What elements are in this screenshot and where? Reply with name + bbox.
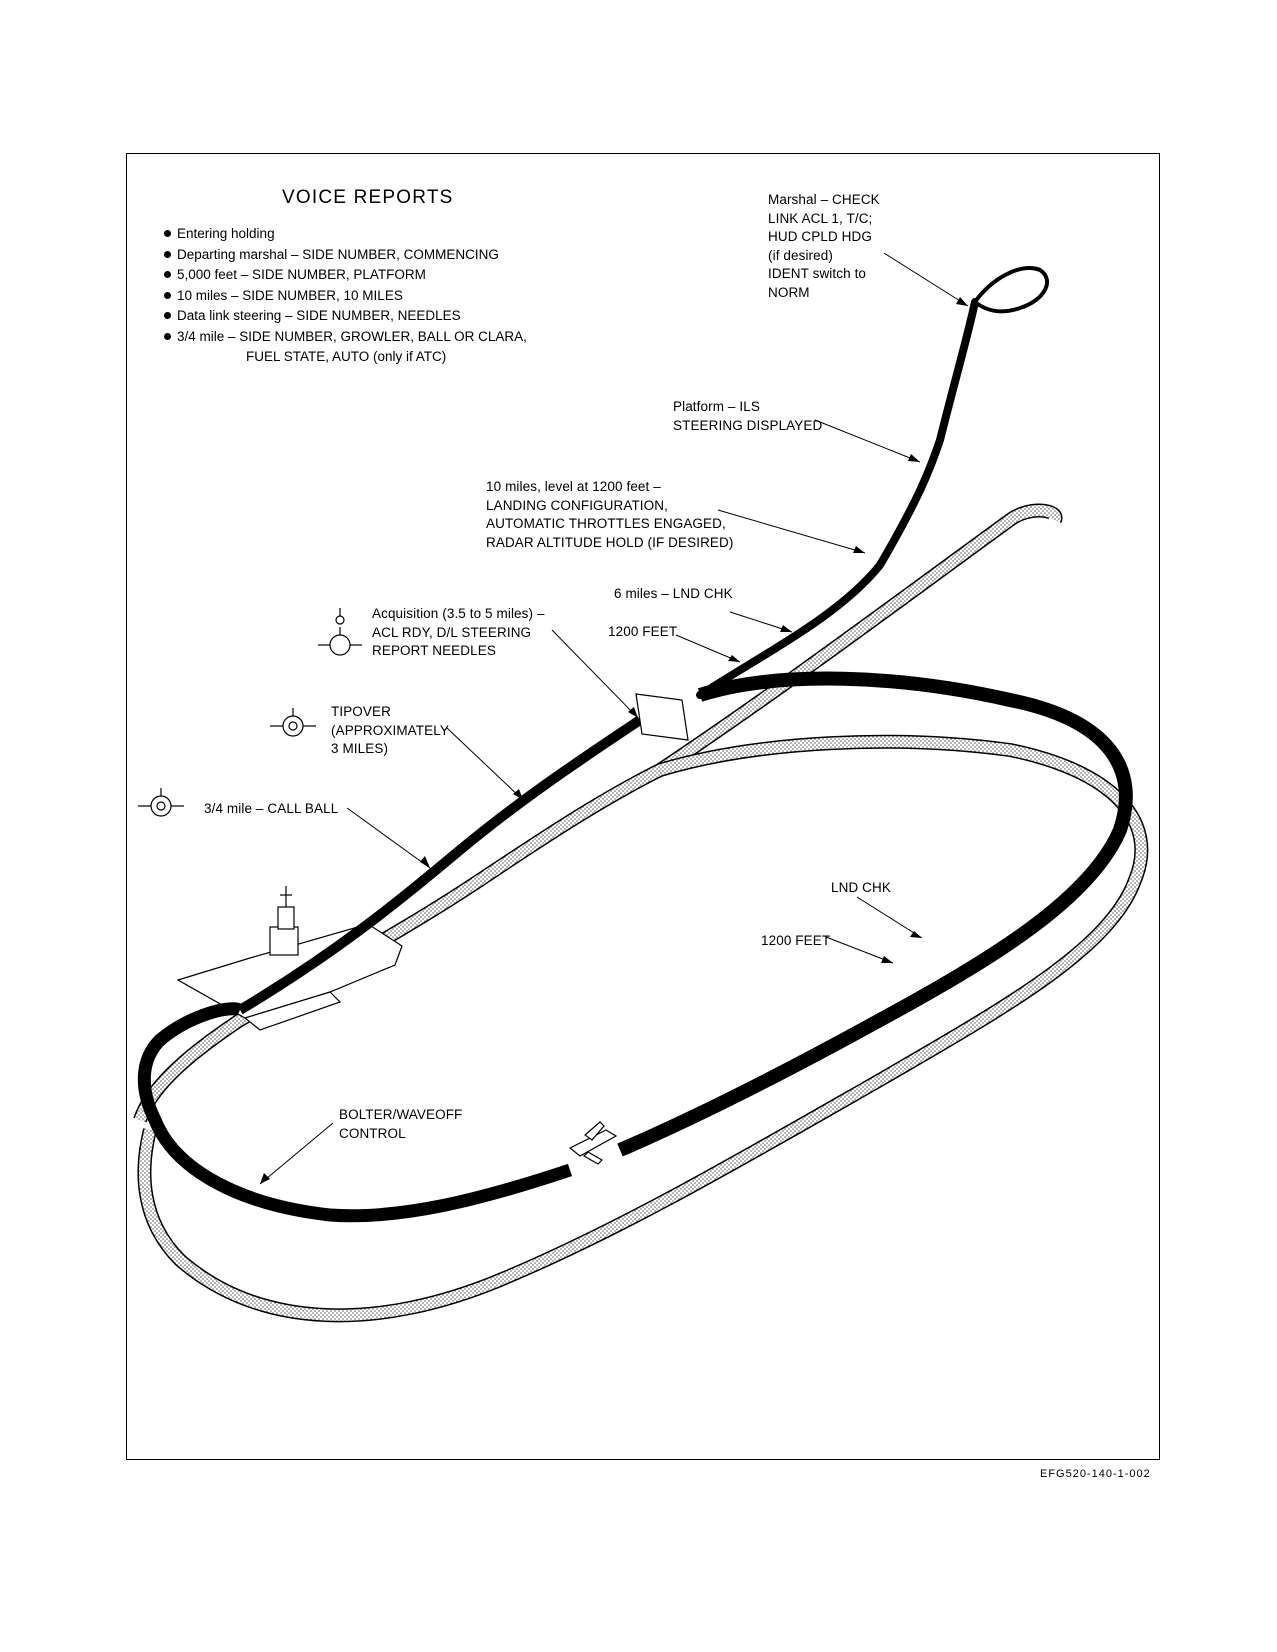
- bullet-icon: [164, 312, 171, 319]
- arrowheads: [260, 297, 968, 1184]
- aircraft-icon: [568, 1121, 618, 1165]
- voice-report-item: 10 miles – SIDE NUMBER, 10 MILES: [164, 286, 527, 307]
- figure-frame: [126, 153, 1160, 1460]
- bullet-icon: [164, 230, 171, 237]
- acquisition-marker: [635, 693, 689, 741]
- voice-report-item: Departing marshal – SIDE NUMBER, COMMENC…: [164, 245, 527, 266]
- bolter-track: [133, 503, 1149, 1323]
- voice-report-item: 5,000 feet – SIDE NUMBER, PLATFORM: [164, 265, 527, 286]
- voice-report-item: Data link steering – SIDE NUMBER, NEEDLE…: [164, 306, 527, 327]
- voice-reports-list: Entering holding Departing marshal – SID…: [164, 224, 527, 368]
- voice-report-item-continuation: FUEL STATE, AUTO (only if ATC): [246, 349, 447, 364]
- approach-path: [137, 266, 1133, 1223]
- voice-report-item: 3/4 mile – SIDE NUMBER, GROWLER, BALL OR…: [164, 327, 527, 348]
- carrier-icon: [176, 886, 403, 1031]
- figure-id: EFG520-140-1-002: [1040, 1468, 1151, 1480]
- bullet-icon: [164, 291, 171, 299]
- leader-lines: [259, 252, 969, 1185]
- bullet-icon: [164, 332, 171, 340]
- acquisition-symbol: [318, 608, 362, 656]
- callout-marshal: Marshal – CHECK LINK ACL 1, T/C; HUD CPL…: [768, 192, 880, 300]
- callout-tipover: TIPOVER (APPROXIMATELY 3 MILES): [331, 704, 449, 756]
- callout-lnd-chk: LND CHK: [831, 880, 891, 895]
- callout-acquisition: Acquisition (3.5 to 5 miles) – ACL RDY, …: [372, 606, 545, 658]
- bullet-icon: [164, 271, 171, 278]
- callout-six-miles: 6 miles – LND CHK: [614, 586, 733, 601]
- bullet-icon: [164, 250, 171, 258]
- callout-ten-miles: 10 miles, level at 1200 feet – LANDING C…: [486, 479, 734, 550]
- callout-call-ball: 3/4 mile – CALL BALL: [204, 801, 339, 816]
- call-ball-symbol: [138, 788, 184, 817]
- callout-bolter: BOLTER/WAVEOFF CONTROL: [339, 1107, 463, 1141]
- callout-1200-feet-downwind: 1200 FEET: [761, 933, 831, 948]
- voice-reports-title: VOICE REPORTS: [282, 187, 454, 208]
- callout-platform: Platform – ILS STEERING DISPLAYED: [673, 399, 823, 433]
- tipover-symbol: [270, 708, 316, 737]
- voice-report-item: Entering holding: [164, 224, 527, 245]
- callout-1200-feet-approach: 1200 FEET: [608, 624, 678, 639]
